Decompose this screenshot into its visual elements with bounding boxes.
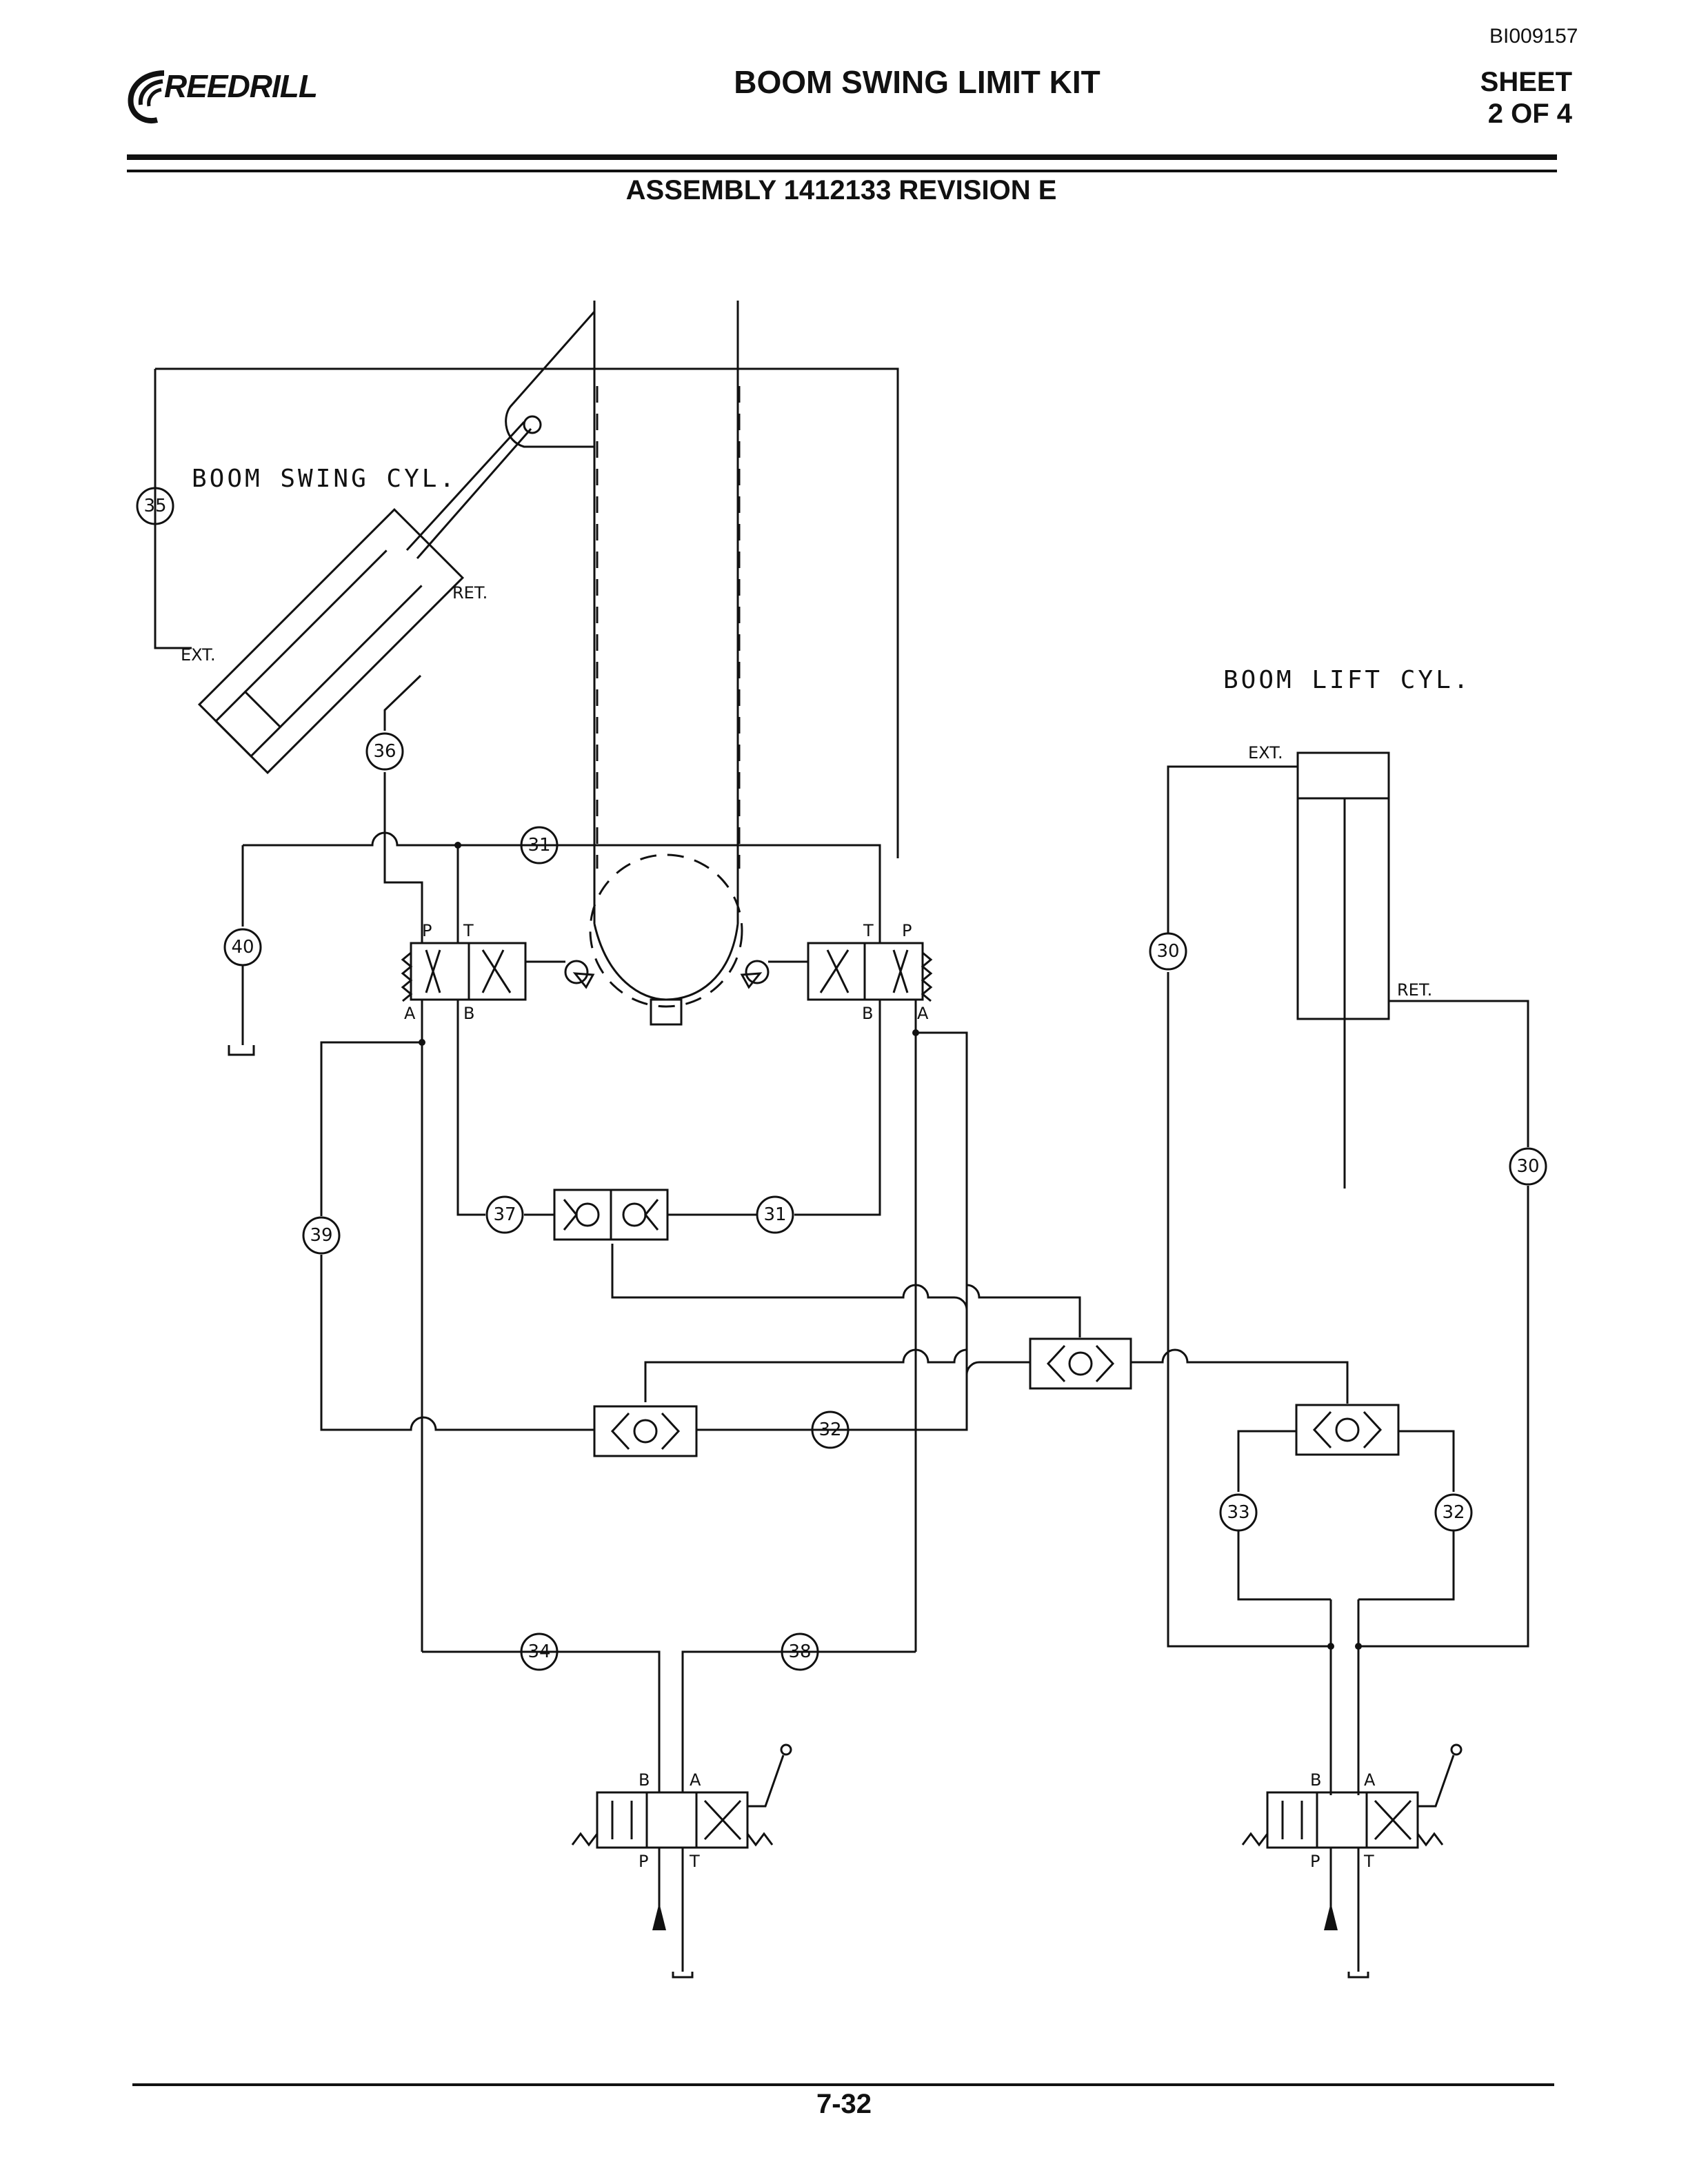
page-title: BOOM SWING LIMIT KIT (734, 64, 1101, 100)
left-limit-valve: P T A B (401, 921, 589, 1023)
page-number: 7-32 (816, 2089, 872, 2119)
right-valve-port-a: A (917, 1004, 929, 1023)
svg-text:39: 39 (310, 1225, 332, 1246)
left-valve-port-a: A (404, 1004, 416, 1023)
swing-control-port-p: P (639, 1852, 648, 1871)
logo-text: REEDRILL (164, 68, 318, 104)
svg-text:32: 32 (818, 1419, 841, 1440)
lift-control-port-p: P (1310, 1852, 1320, 1871)
right-valve-port-b: B (862, 1004, 873, 1023)
right-valve-port-t: T (863, 921, 874, 940)
callout-30-right: 30 (1509, 1147, 1547, 1186)
boom-swing-cyl-label: BOOM SWING CYL. (192, 465, 457, 493)
callout-bubbles: 35 36 31 40 39 37 31 32 34 38 30 30 33 3… (136, 487, 1547, 1671)
swing-control-port-a: A (690, 1770, 701, 1790)
swing-ret-label: RET. (452, 583, 488, 603)
swing-control-port-t: T (689, 1852, 700, 1871)
svg-text:31: 31 (763, 1204, 786, 1225)
callout-31-top: 31 (520, 826, 559, 865)
sheet-label: SHEET (1480, 67, 1572, 97)
header-rule-thick (127, 154, 1557, 160)
svg-text:37: 37 (493, 1204, 516, 1225)
sheet-number: SHEET 2 OF 4 (1434, 66, 1572, 130)
left-valve-port-p: P (422, 921, 432, 940)
lift-ext-label: EXT. (1248, 743, 1283, 762)
boom-structure (572, 301, 763, 1026)
shuttle-valve-left (593, 1405, 698, 1457)
left-valve-port-b: B (463, 1004, 474, 1023)
callout-30-left: 30 (1149, 932, 1187, 971)
callout-40: 40 (223, 928, 262, 967)
callout-37: 37 (485, 1195, 524, 1234)
assembly-subtitle: ASSEMBLY 1412133 REVISION E (625, 175, 1057, 205)
header-rule-thin (127, 170, 1557, 172)
lift-ret-label: RET. (1397, 980, 1432, 1000)
shuttle-valve-center (1029, 1337, 1132, 1390)
footer-rule (132, 2083, 1554, 2086)
hydraulic-lines (228, 772, 1349, 1792)
swing-ext-label: EXT. (181, 645, 216, 665)
logo-swirl-icon (128, 70, 165, 123)
callout-33: 33 (1219, 1493, 1258, 1532)
svg-text:32: 32 (1442, 1502, 1465, 1523)
svg-text:36: 36 (373, 741, 396, 762)
svg-text:35: 35 (143, 496, 166, 516)
left-valve-port-t: T (463, 921, 474, 940)
lift-control-port-a: A (1364, 1770, 1376, 1790)
control-valve-lift: B A P T (1241, 1743, 1463, 1979)
boom-lift-cyl-label: BOOM LIFT CYL. (1223, 666, 1471, 694)
callout-31-mid: 31 (756, 1195, 794, 1234)
boom-lift-cylinder: BOOM LIFT CYL. EXT. RET. (1167, 666, 1529, 1795)
svg-text:34: 34 (528, 1641, 550, 1662)
shuttle-valve-37 (553, 1189, 669, 1241)
callout-32-right: 32 (1434, 1493, 1473, 1532)
svg-text:30: 30 (1156, 941, 1179, 962)
svg-text:33: 33 (1227, 1502, 1249, 1523)
svg-text:31: 31 (528, 835, 550, 856)
svg-text:30: 30 (1516, 1156, 1539, 1177)
shuttle-valve-right (1295, 1404, 1400, 1456)
lift-control-port-t: T (1363, 1852, 1374, 1871)
callout-35: 35 (136, 487, 174, 525)
control-valve-swing: B A P T (571, 1743, 792, 1979)
boom-swing-cylinder: RET. EXT. BOOM SWING CYL. (154, 311, 899, 858)
svg-text:40: 40 (231, 937, 254, 958)
callout-36: 36 (365, 732, 404, 771)
svg-text:38: 38 (788, 1641, 811, 1662)
sheet-count: 2 OF 4 (1487, 99, 1572, 129)
callout-39: 39 (302, 1216, 341, 1255)
lift-control-port-b: B (1310, 1770, 1321, 1790)
reedrill-logo: REEDRILL (123, 63, 357, 132)
document-id: BI009157 (1489, 25, 1578, 48)
callout-32-left: 32 (811, 1410, 850, 1449)
right-limit-valve: T P B A (745, 921, 933, 1023)
callout-38: 38 (781, 1632, 819, 1671)
callout-34: 34 (520, 1632, 559, 1671)
right-valve-port-p: P (902, 921, 912, 940)
swing-control-port-b: B (639, 1770, 650, 1790)
